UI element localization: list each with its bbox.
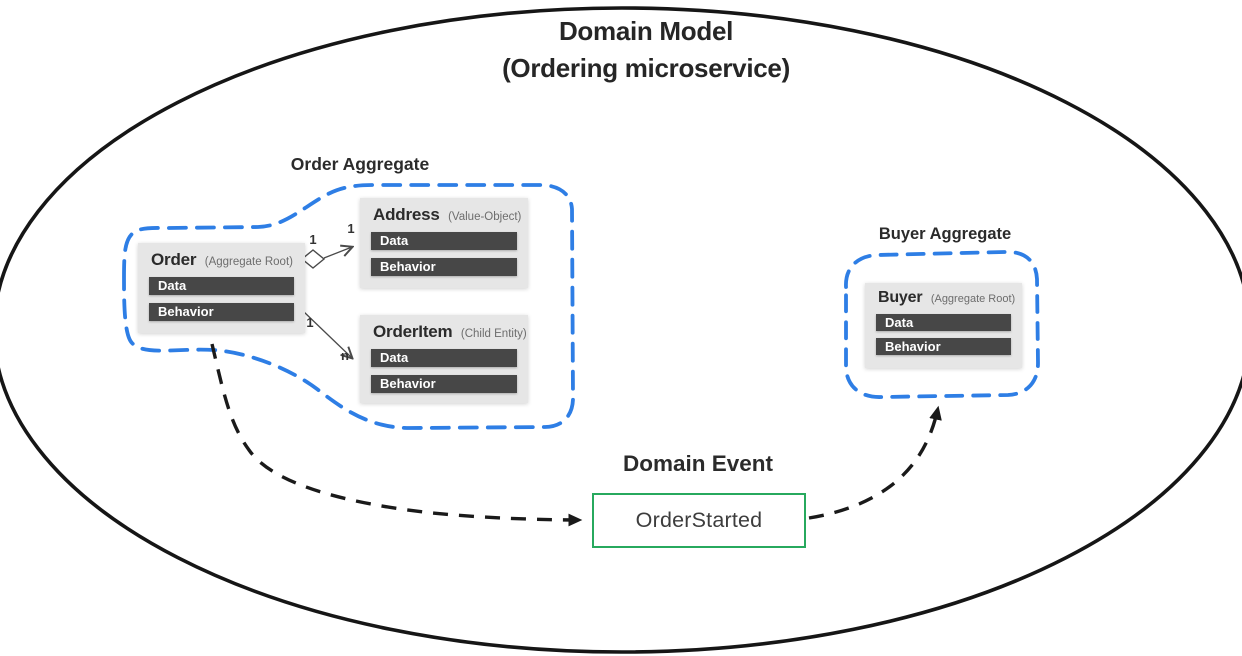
orderitem-entity-box: OrderItem (Child Entity) Data Behavior: [360, 315, 528, 403]
order-entity-box: Order (Aggregate Root) Data Behavior: [138, 243, 305, 333]
buyer-entity-name: Buyer: [878, 289, 923, 306]
address-entity-header: Address (Value-Object): [373, 205, 521, 225]
multiplicity-order-address-source: 1: [309, 232, 317, 247]
order-to-address-association-line: [323, 247, 352, 259]
order-to-orderitem-association-line: [302, 310, 352, 358]
domain-event-label: Domain Event: [622, 451, 774, 476]
orderitem-behavior-row: Behavior: [371, 375, 517, 393]
diagram-title: Domain Model (Ordering microservice): [346, 13, 946, 87]
buyer-data-row: Data: [876, 314, 1011, 331]
order-entity-header: Order (Aggregate Root): [151, 250, 294, 270]
diagram-title-line2: (Ordering microservice): [502, 53, 790, 83]
address-entity-box: Address (Value-Object) Data Behavior: [360, 198, 528, 288]
address-data-row: Data: [371, 232, 517, 250]
orderitem-data-row: Data: [371, 349, 517, 367]
aggregation-diamond-icon: [300, 249, 326, 269]
buyer-entity-header: Buyer (Aggregate Root): [878, 289, 1015, 307]
order-data-row: Data: [149, 277, 294, 295]
address-behavior-row: Behavior: [371, 258, 517, 276]
buyer-entity-box: Buyer (Aggregate Root) Data Behavior: [865, 283, 1022, 368]
domain-model-boundary-ellipse: [0, 6, 1242, 654]
multiplicity-order-address-target: 1: [347, 221, 355, 236]
event-to-buyer-arrow: [808, 405, 942, 520]
address-entity-stereotype: (Value-Object): [448, 211, 522, 223]
order-to-event-arrow: [210, 343, 583, 527]
order-started-event-label: OrderStarted: [635, 508, 763, 532]
order-started-event-box: OrderStarted: [592, 493, 806, 548]
multiplicity-order-item-source: 1: [306, 315, 314, 330]
orderitem-entity-header: OrderItem (Child Entity): [373, 322, 527, 342]
buyer-aggregate-boundary: [844, 250, 1040, 399]
orderitem-entity-stereotype: (Child Entity): [460, 328, 527, 340]
order-entity-stereotype: (Aggregate Root): [204, 256, 293, 268]
multiplicity-order-item-target: n: [341, 348, 349, 363]
address-entity-name: Address: [373, 205, 440, 224]
buyer-behavior-row: Behavior: [876, 338, 1011, 355]
order-behavior-row: Behavior: [149, 303, 294, 321]
order-entity-name: Order: [151, 250, 197, 269]
buyer-entity-stereotype: (Aggregate Root): [930, 293, 1016, 305]
order-aggregate-label: Order Aggregate: [290, 154, 430, 174]
diagram-title-line1: Domain Model: [558, 16, 734, 46]
order-aggregate-boundary: [122, 183, 575, 430]
buyer-aggregate-label: Buyer Aggregate: [878, 225, 1012, 243]
orderitem-entity-name: OrderItem: [373, 322, 453, 341]
